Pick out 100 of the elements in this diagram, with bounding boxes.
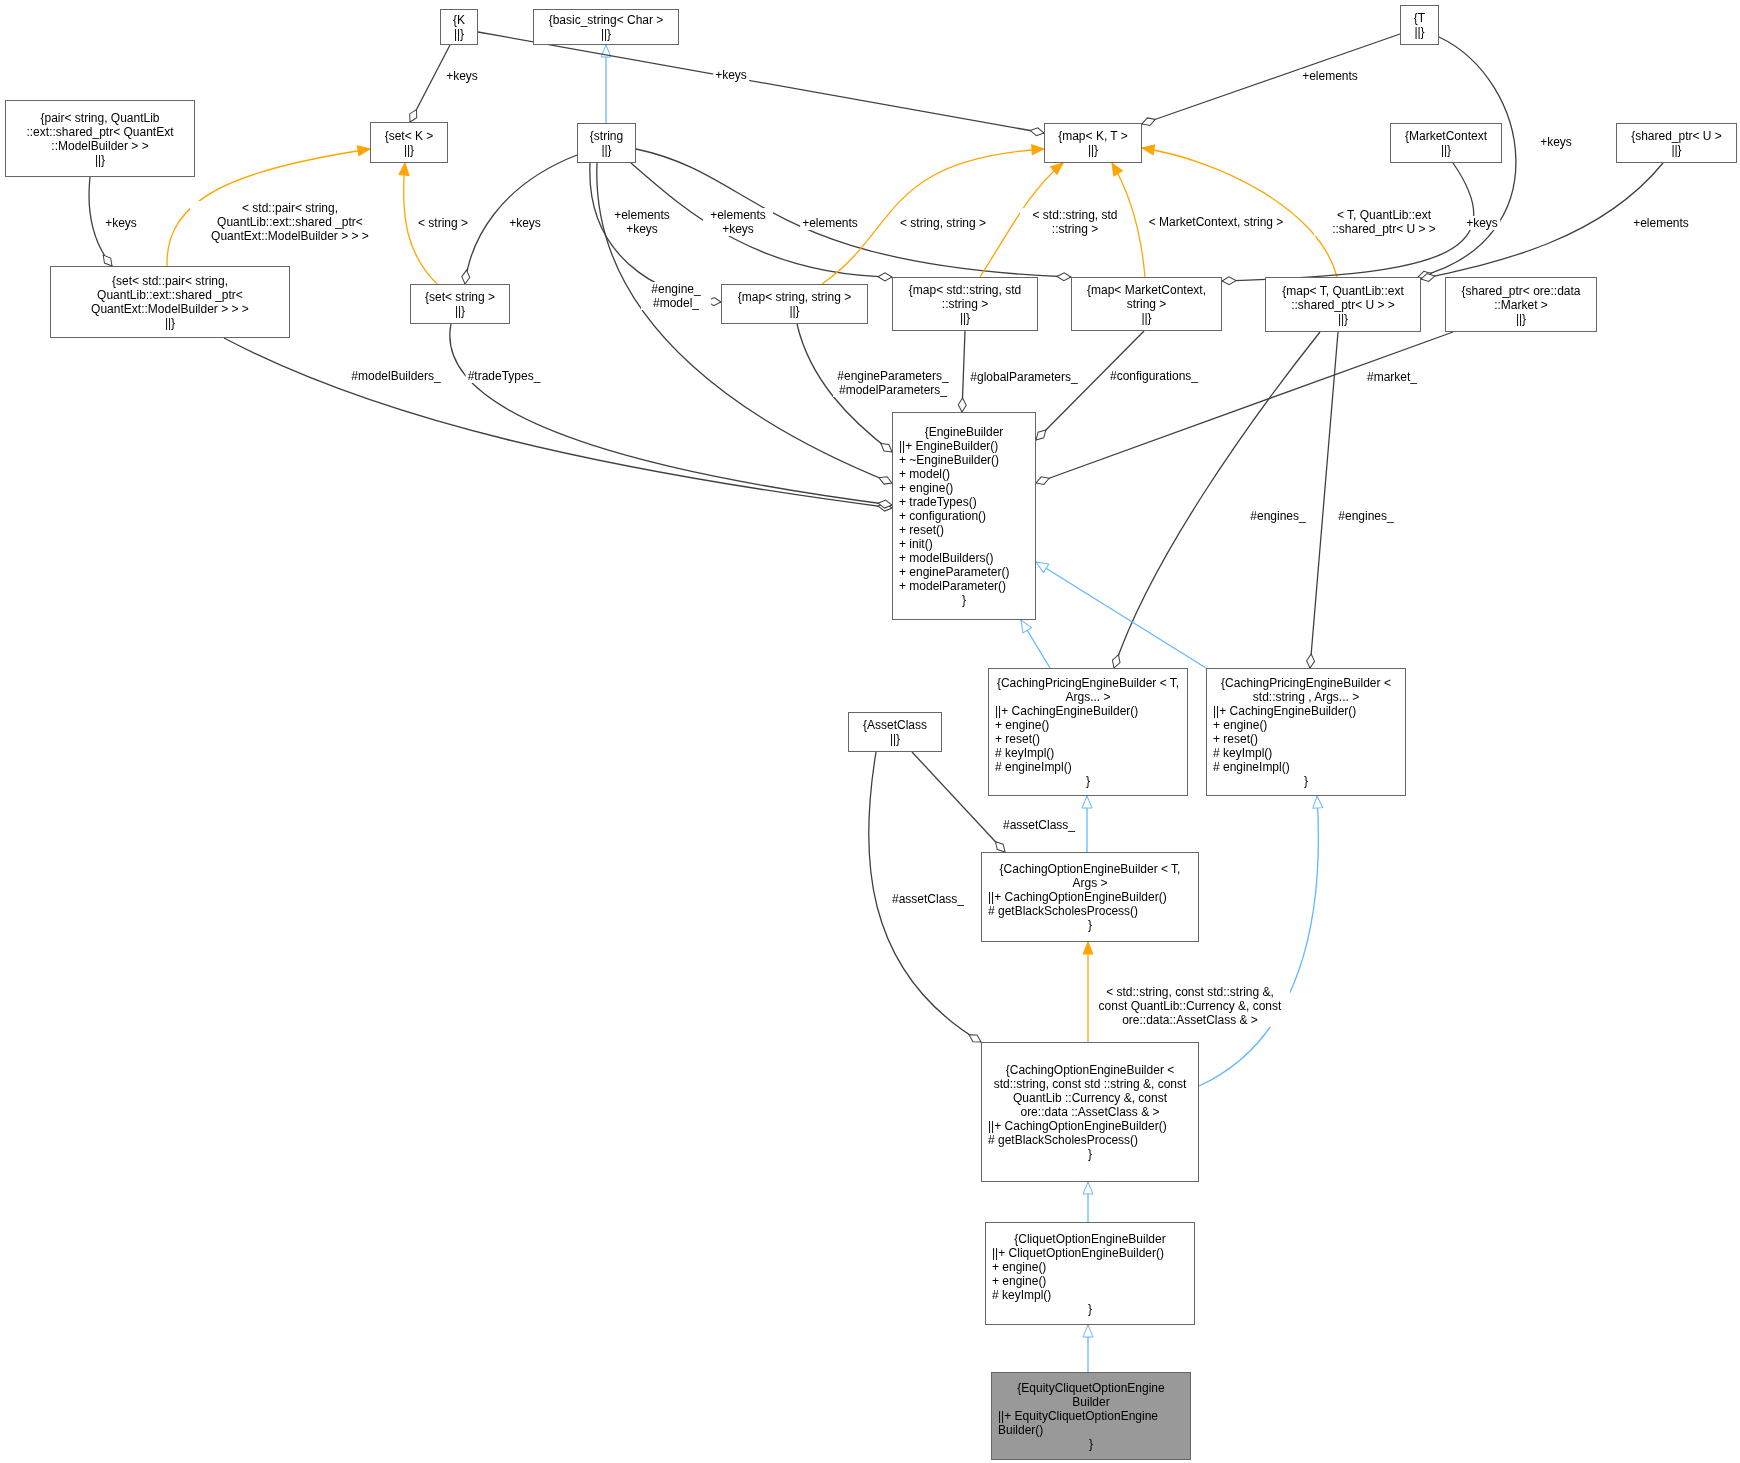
- highlighted-class-box: [991, 1372, 1191, 1460]
- member-text: + reset(): [899, 523, 945, 537]
- aggregation-line: [88, 176, 113, 267]
- closing-brace: ||}: [1514, 311, 1528, 326]
- closing-brace: ||}: [1413, 25, 1426, 39]
- member-text: ||+ CliquetOptionEngineBuilder(): [992, 1245, 1164, 1260]
- closing-brace: ||}: [599, 27, 613, 41]
- member-text: # keyImpl(): [992, 1287, 1053, 1302]
- class-name: {map< string, string >: [736, 290, 853, 304]
- closing-brace: ||}: [163, 316, 177, 330]
- closing-brace: }: [961, 593, 967, 607]
- aggregation-line: [596, 162, 893, 485]
- arrow: [1082, 941, 1094, 1043]
- class-box: [370, 122, 448, 163]
- edge-label: < string >: [416, 216, 470, 230]
- class-box: [848, 712, 942, 752]
- class-name: {map< MarketContext, string >: [1085, 283, 1208, 311]
- edge-label: #globalParameters_: [968, 370, 1080, 384]
- inheritance-arrow: [1082, 1324, 1094, 1373]
- member-text: + engine(): [899, 481, 955, 495]
- class-name: {shared_ptr< ore::data ::Market >: [1460, 283, 1582, 312]
- aggregation-line: [1417, 36, 1517, 279]
- member-text: ||+ EngineBuilder(): [899, 439, 1000, 453]
- aggregation-line: [1141, 33, 1401, 126]
- member-text: ||+ CachingOptionEngineBuilder(): [988, 1119, 1168, 1133]
- member-text: + engine(): [1213, 718, 1269, 732]
- edge-label: +elements: [800, 216, 860, 230]
- edge-label: #tradeTypes_: [465, 369, 543, 383]
- member-text: # getBlackScholesProcess(): [988, 904, 1140, 918]
- edge-label: #engines_: [1336, 509, 1396, 523]
- edge-label: +keys: [713, 68, 749, 82]
- edge-label: < string, string >: [898, 216, 988, 230]
- class-box: [721, 284, 868, 324]
- aggregation-line: [1035, 330, 1145, 441]
- class-name: {basic_string< Char >: [547, 13, 665, 27]
- closing-brace: }: [1303, 774, 1309, 788]
- member-text: # getBlackScholesProcess(): [988, 1133, 1140, 1147]
- class-box: [1044, 123, 1142, 163]
- member-text: + model(): [899, 467, 952, 481]
- member-text: + engine(): [992, 1273, 1048, 1288]
- class-name: {CachingOptionEngineBuilder < T, Args >: [998, 862, 1182, 890]
- class-name: {K: [452, 13, 466, 27]
- edge-label: #engine_ #model_: [641, 282, 711, 310]
- class-box: [440, 9, 478, 45]
- edge-label: +keys: [103, 216, 139, 230]
- class-box: [981, 852, 1199, 942]
- edge-label: +elements +keys: [703, 208, 773, 236]
- aggregation-line: [796, 323, 893, 453]
- aggregation-line: [1035, 331, 1454, 485]
- member-text: + modelParameter(): [899, 579, 1008, 593]
- member-text: # keyImpl(): [1213, 746, 1274, 760]
- class-name: {CachingPricingEngineBuilder < std::string , Args... >: [1220, 676, 1392, 704]
- closing-brace: ||}: [453, 304, 467, 318]
- arrow: [979, 162, 1064, 278]
- inheritance-arrow: [1035, 561, 1207, 669]
- class-box: [5, 100, 195, 177]
- aggregation-line: [1112, 331, 1321, 669]
- member-text: + engine(): [995, 718, 1051, 732]
- class-name: {CliquetOptionEngineBuilder: [1013, 1231, 1167, 1246]
- class-name: {set< std::pair< string, QuantLib::ext::shared _ptr< QuantExt::ModelBuilder > > >: [90, 274, 250, 316]
- member-text: + reset(): [995, 732, 1041, 746]
- class-name: {pair< string, QuantLib ::ext::shared_ptr< QuantExt ::ModelBuilder > >: [25, 110, 175, 153]
- aggregation-line: [1420, 162, 1664, 282]
- class-box: [50, 266, 290, 338]
- class-name: {EngineBuilder: [923, 425, 1005, 439]
- class-box: [1616, 123, 1737, 163]
- closing-brace: }: [1088, 1437, 1094, 1451]
- class-box: [892, 412, 1036, 620]
- member-text: + init(): [899, 537, 934, 551]
- closing-brace: ||}: [403, 142, 416, 157]
- inheritance-arrow: [600, 44, 612, 124]
- class-box: [410, 284, 510, 324]
- member-text: + ~EngineBuilder(): [899, 453, 1001, 467]
- aggregation-line: [477, 31, 1045, 137]
- closing-brace: ||}: [93, 152, 107, 167]
- class-name: {string: [588, 129, 625, 143]
- inheritance-arrow: [1020, 619, 1051, 669]
- class-name: {AssetClass: [862, 718, 928, 732]
- edge-label: #engines_: [1248, 509, 1308, 523]
- class-box: [1390, 123, 1502, 163]
- aggregation-line: [957, 330, 967, 413]
- member-text: # engineImpl(): [995, 760, 1073, 774]
- member-text: + reset(): [1213, 732, 1259, 746]
- member-text: + tradeTypes(): [899, 495, 978, 509]
- closing-brace: }: [1087, 1147, 1093, 1161]
- inheritance-arrow: [1198, 795, 1323, 1087]
- class-name: {EquityCliquetOptionEngine Builder: [1016, 1381, 1166, 1409]
- arrow: [1141, 144, 1338, 278]
- class-box: [892, 277, 1038, 331]
- member-text: ||+ CachingEngineBuilder(): [995, 704, 1140, 718]
- edge-label: +elements: [1631, 216, 1691, 230]
- member-text: + engineParameter(): [899, 565, 1011, 579]
- closing-brace: ||}: [888, 732, 902, 746]
- aggregation-line: [450, 323, 893, 509]
- edge-label: #market_: [1365, 370, 1419, 384]
- aggregation-line: [461, 154, 578, 285]
- closing-brace: }: [1085, 774, 1091, 788]
- closing-brace: ||}: [1140, 311, 1153, 325]
- inheritance-arrow: [1082, 1181, 1094, 1223]
- closing-brace: ||}: [1439, 143, 1453, 157]
